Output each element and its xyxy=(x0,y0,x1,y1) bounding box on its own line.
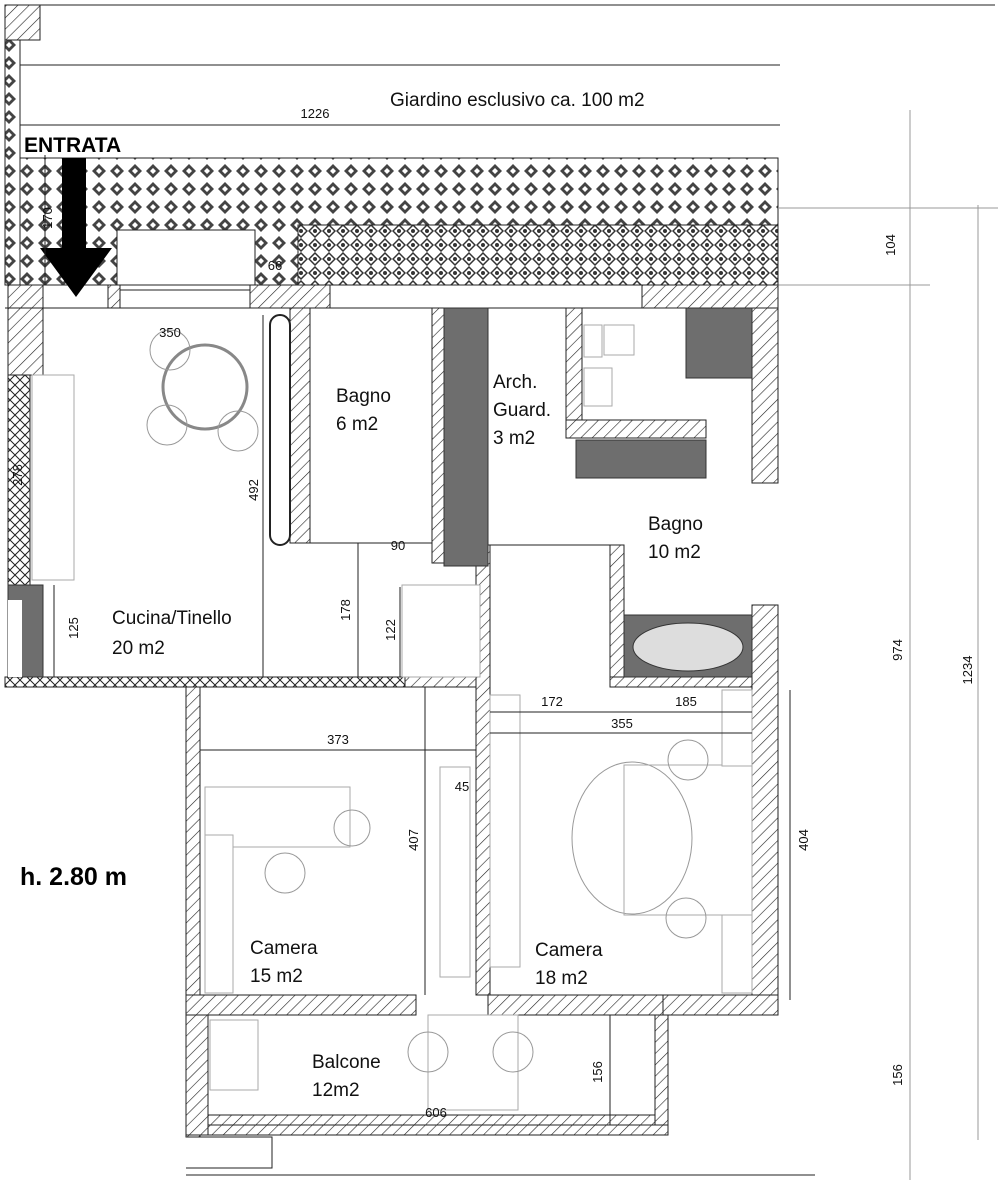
dim-kitchen-width: 350 xyxy=(159,325,181,340)
dim-bed2-depth: 404 xyxy=(796,829,811,851)
dim-bath-door: 90 xyxy=(391,538,405,553)
dim-entrance-gap: 66 xyxy=(268,258,282,273)
dim-wardrobe: 45 xyxy=(455,779,469,794)
dim-bed2-part1: 172 xyxy=(541,694,563,709)
room-closet: Arch.Guard.3 m2 xyxy=(493,372,551,449)
dim-hall-depth: 178 xyxy=(338,599,353,621)
dim-kitchen-depth: 492 xyxy=(246,479,261,501)
entrance-label: ENTRATA xyxy=(24,134,121,157)
dim-bed1-depth: 407 xyxy=(406,829,421,851)
dim-balcony-width: 606 xyxy=(425,1105,447,1120)
garden-label: Giardino esclusivo ca. 100 m2 xyxy=(390,90,645,111)
dim-garden-width: 1226 xyxy=(301,106,330,121)
dim-kitchen-counter: 125 xyxy=(66,617,81,639)
dim-entrance-depth: 170 xyxy=(40,207,55,229)
fixtures xyxy=(7,307,753,1111)
dim-garden-depth: 104 xyxy=(883,234,898,256)
dimension-lines xyxy=(44,110,979,1180)
dim-balcony-depth: 156 xyxy=(590,1061,605,1083)
dim-hall-width: 122 xyxy=(383,619,398,641)
garden xyxy=(4,4,998,286)
dim-balcony-depth-right: 156 xyxy=(890,1064,905,1086)
ceiling-height: h. 2.80 m xyxy=(20,863,127,891)
dim-bed1-width: 373 xyxy=(327,732,349,747)
dim-bed2-part2: 185 xyxy=(675,694,697,709)
walls xyxy=(4,284,815,1176)
dim-bed2-width: 355 xyxy=(611,716,633,731)
entrance-arrow-icon xyxy=(40,158,112,297)
dim-total-depth: 974 xyxy=(890,639,905,661)
dim-overall-depth: 1234 xyxy=(960,656,975,685)
dim-kitchen-wall: 278 xyxy=(10,464,25,486)
